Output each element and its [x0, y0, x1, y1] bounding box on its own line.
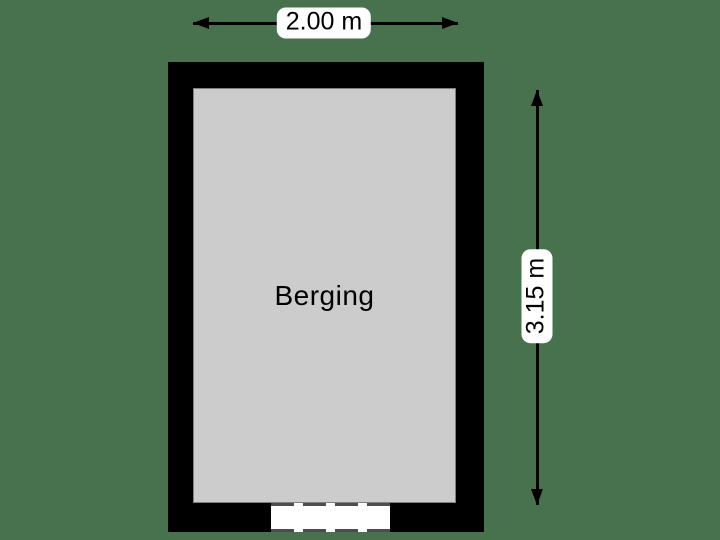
room-label: Berging [274, 279, 375, 311]
arrow-right-icon [442, 17, 458, 29]
door-opening [271, 503, 390, 532]
door-threshold-dash-bottom [271, 529, 390, 532]
arrow-up-icon [531, 90, 543, 106]
room-berging: Berging [193, 88, 456, 503]
width-dimension-label: 2.00 m [276, 7, 372, 39]
door-threshold-dash-top [271, 503, 390, 506]
arrow-left-icon [193, 17, 209, 29]
arrow-down-icon [531, 489, 543, 505]
height-dimension-label: 3.15 m [521, 248, 553, 344]
